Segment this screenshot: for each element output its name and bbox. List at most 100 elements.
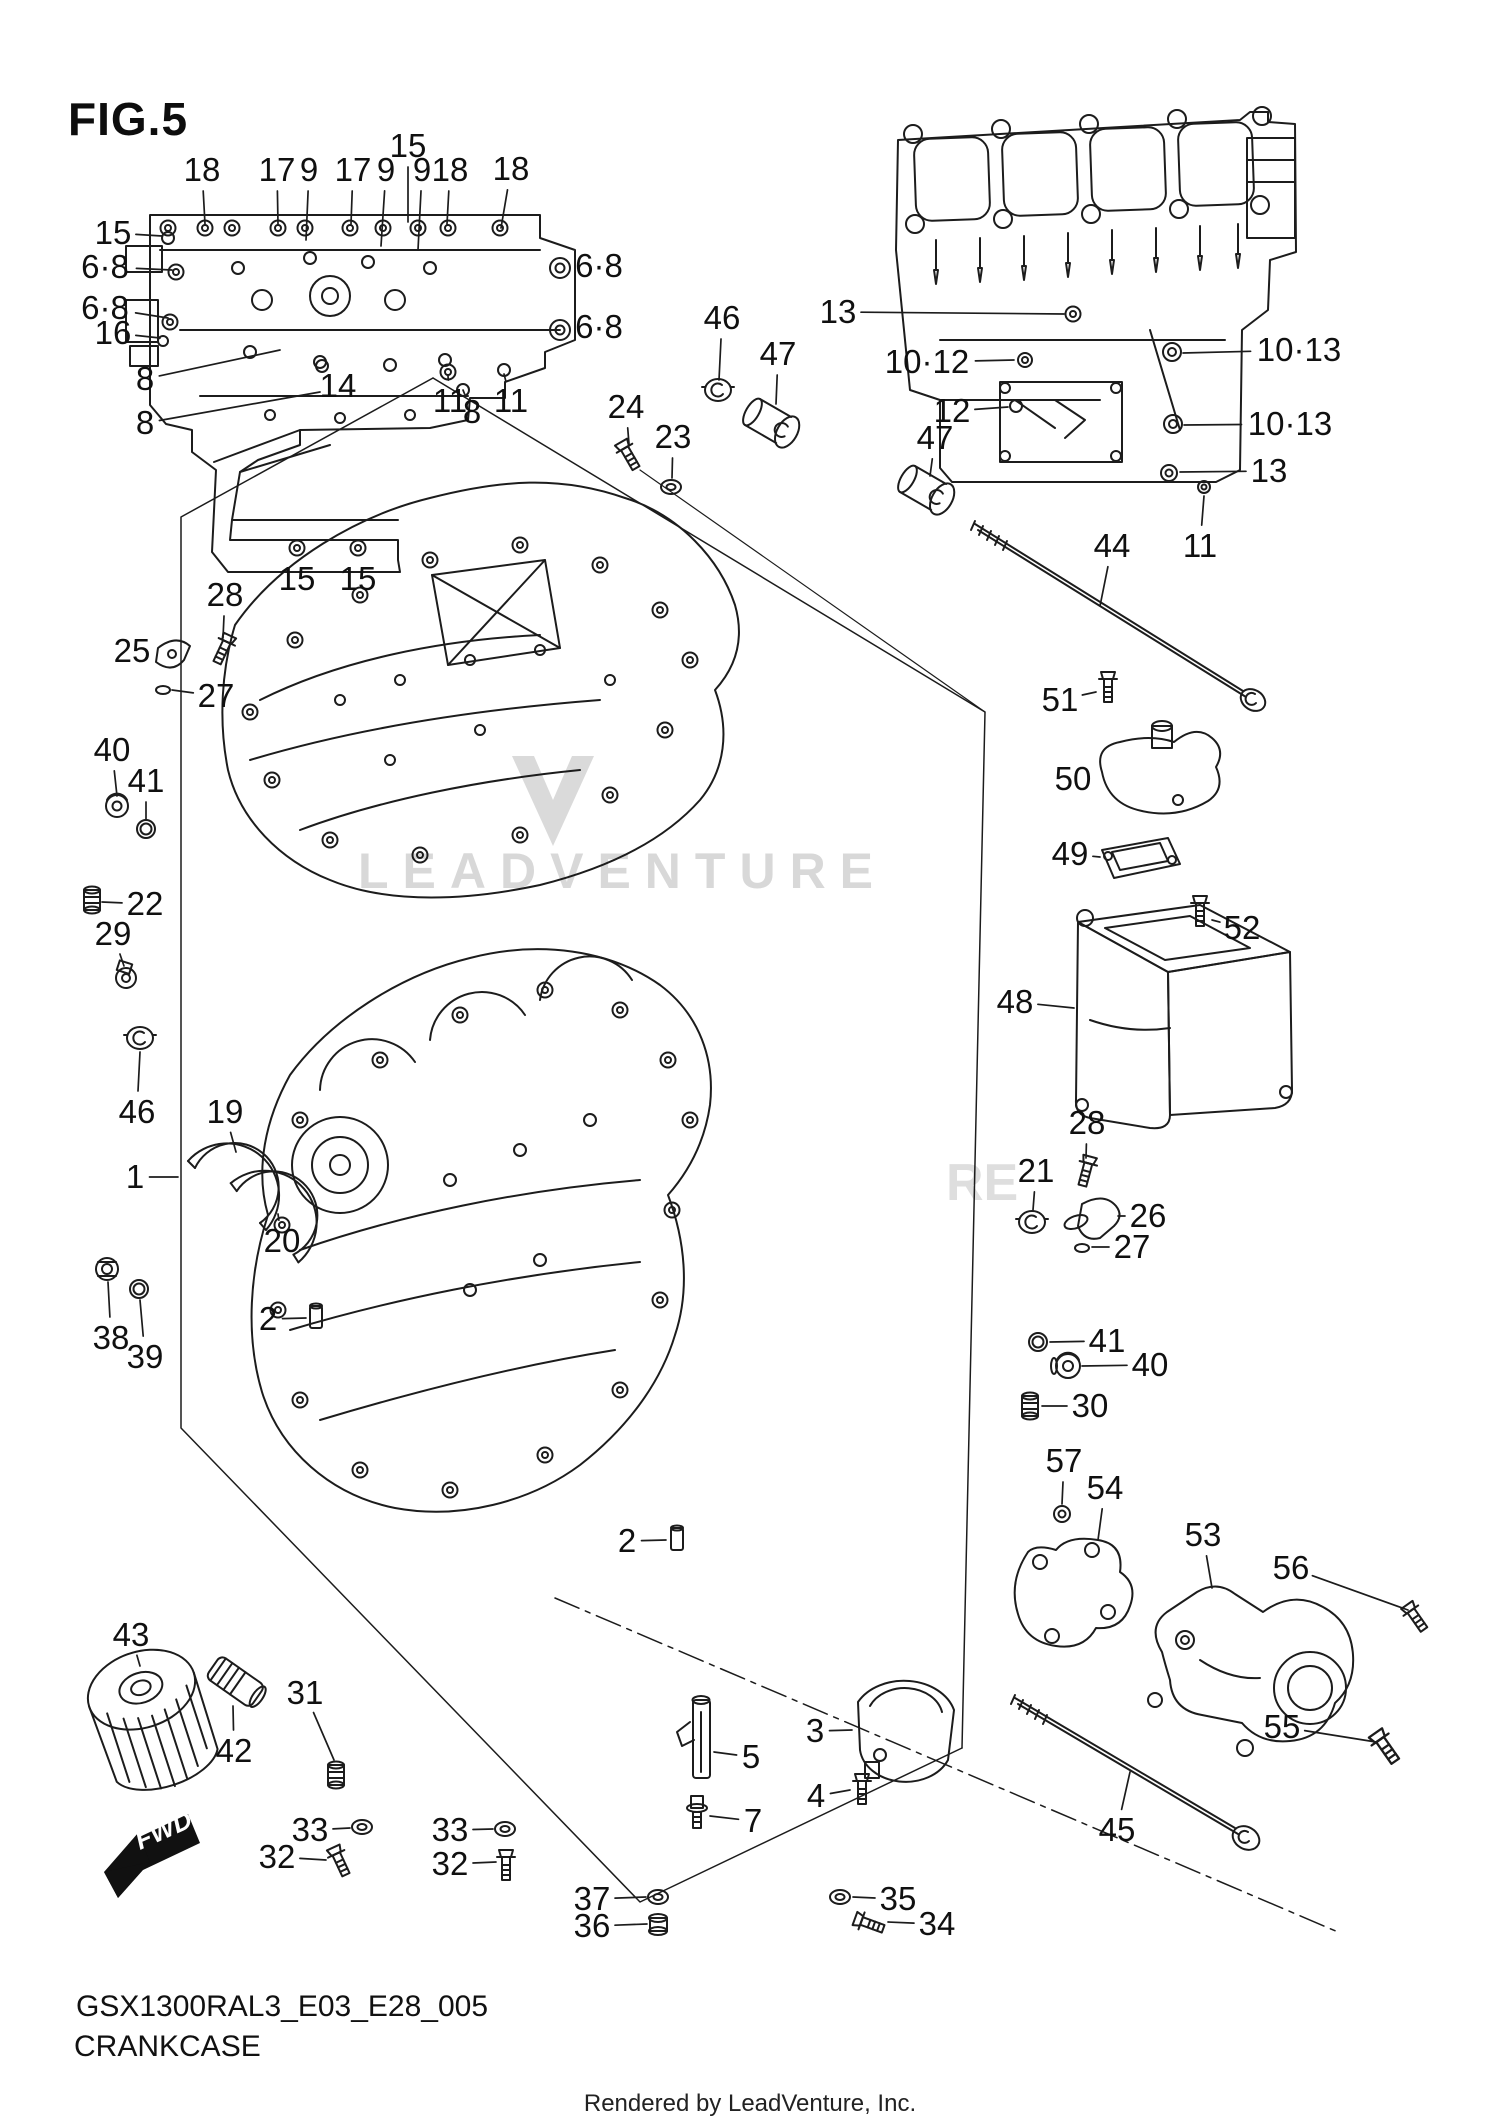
collar-47 bbox=[892, 460, 961, 520]
callout-leader bbox=[158, 391, 321, 422]
callout-leader bbox=[1032, 1191, 1036, 1211]
callout-leader bbox=[852, 1896, 876, 1899]
callout-leader bbox=[472, 1828, 494, 1831]
callout-label: 10·13 bbox=[1257, 331, 1341, 368]
callout-leader bbox=[503, 373, 507, 382]
callout-label: 26 bbox=[1130, 1197, 1167, 1234]
callout-label: 28 bbox=[207, 576, 244, 613]
callout-label: 8 bbox=[136, 404, 154, 441]
callout-leader bbox=[113, 770, 118, 797]
plug-40 bbox=[105, 792, 129, 818]
callout-leader bbox=[312, 1711, 335, 1761]
callout-label: 18 bbox=[493, 150, 530, 187]
callout-label: 15 bbox=[95, 214, 132, 251]
callout-label: 35 bbox=[880, 1880, 917, 1917]
footer-caption: CRANKCASE bbox=[74, 2030, 261, 2063]
callout-label: 37 bbox=[574, 1880, 611, 1917]
bolt-32 bbox=[324, 1842, 356, 1880]
callout-label: 51 bbox=[1042, 681, 1079, 718]
callout-leader bbox=[139, 1299, 145, 1337]
long-bolt-45 bbox=[1010, 1694, 1261, 1851]
callout-leader bbox=[500, 188, 509, 229]
callout-label: 11 bbox=[494, 382, 528, 419]
callout-label: 30 bbox=[1072, 1387, 1109, 1424]
callout-label: 55 bbox=[1264, 1708, 1301, 1745]
loose-parts bbox=[83, 378, 1433, 1939]
callout-label: 6·8 bbox=[575, 247, 623, 284]
watermark-text: LEADVENTURE bbox=[358, 843, 887, 899]
callout-leader bbox=[380, 190, 386, 247]
washer-35 bbox=[829, 1889, 851, 1905]
callout-label: 17 bbox=[259, 151, 296, 188]
callout-label: 46 bbox=[704, 299, 741, 336]
callout-leader bbox=[1311, 1574, 1409, 1611]
callout-label: 10·12 bbox=[885, 343, 969, 380]
leadventure-logo-icon bbox=[512, 756, 594, 846]
oring-39 bbox=[129, 1279, 149, 1299]
callout-leader bbox=[277, 1213, 280, 1222]
plug-57 bbox=[1053, 1505, 1071, 1523]
callout-label: 6·8 bbox=[81, 248, 129, 285]
callout-leader bbox=[417, 190, 422, 251]
callout-label: 11 bbox=[433, 382, 467, 419]
crankcase-right-view bbox=[895, 106, 1297, 494]
callout-leader bbox=[1097, 1507, 1104, 1541]
bolt-51 bbox=[1098, 671, 1118, 703]
callout-leader bbox=[472, 1861, 497, 1864]
callout-leader bbox=[276, 190, 279, 225]
plug-21 bbox=[1015, 1210, 1049, 1234]
callout-label: 27 bbox=[198, 677, 235, 714]
long-bolt-44 bbox=[970, 520, 1267, 712]
callout-leader bbox=[1211, 919, 1221, 923]
callout-label: 24 bbox=[608, 388, 645, 425]
callout-label: 47 bbox=[760, 335, 797, 372]
oil-jet-26 bbox=[1063, 1197, 1121, 1240]
callout-label: 54 bbox=[1087, 1469, 1124, 1506]
callout-leader bbox=[887, 1921, 915, 1924]
callout-leader bbox=[446, 190, 450, 225]
callout-leader bbox=[828, 1729, 853, 1732]
callout-leader bbox=[671, 457, 674, 479]
callout-leader bbox=[1081, 1364, 1128, 1367]
bolt-32 bbox=[496, 1849, 516, 1881]
callout-leader bbox=[1081, 691, 1097, 696]
plug-46 bbox=[701, 378, 735, 402]
nut-38 bbox=[95, 1257, 119, 1281]
callout-leader bbox=[462, 389, 466, 395]
breather-body-48 bbox=[1074, 904, 1293, 1130]
callout-label: 21 bbox=[1018, 1152, 1055, 1189]
callout-leader bbox=[614, 1896, 647, 1899]
plug-29 bbox=[115, 959, 137, 989]
callout-leader bbox=[860, 311, 1065, 315]
callout-leader bbox=[134, 312, 169, 319]
callout-leader bbox=[101, 901, 123, 904]
leadventure-watermark: LEADVENTURE RE bbox=[358, 756, 1018, 1212]
callout-label: 6·8 bbox=[575, 308, 623, 345]
callout-leader bbox=[775, 374, 779, 405]
callout-label: 47 bbox=[917, 419, 954, 456]
callout-label: 52 bbox=[1224, 909, 1261, 946]
callout-leader bbox=[136, 1654, 141, 1667]
watermark-partial-text: RE bbox=[946, 1154, 1018, 1212]
callout-label: 34 bbox=[919, 1905, 956, 1942]
callout-leader bbox=[614, 1923, 648, 1927]
callout-label: 36 bbox=[574, 1907, 611, 1944]
callout-leader bbox=[135, 267, 173, 271]
callout-label: 10·13 bbox=[1248, 405, 1332, 442]
callout-label: 17 bbox=[335, 151, 372, 188]
callout-label: 53 bbox=[1185, 1516, 1222, 1553]
breather-plate-49 bbox=[1101, 837, 1181, 879]
collar-47 bbox=[737, 393, 806, 453]
callout-label: 14 bbox=[320, 367, 357, 404]
callout-label: 42 bbox=[216, 1732, 253, 1769]
bolt-56 bbox=[1398, 1598, 1433, 1636]
callout-leader bbox=[1092, 855, 1101, 858]
oil-pump-cover-53 bbox=[1147, 1585, 1355, 1757]
callout-leader bbox=[137, 1051, 141, 1092]
callout-leader bbox=[829, 1789, 851, 1795]
callout-label: 5 bbox=[742, 1738, 760, 1775]
breather-cup-3 bbox=[857, 1679, 955, 1783]
callout-label: 56 bbox=[1273, 1549, 1310, 1586]
callout-leader bbox=[713, 1751, 738, 1756]
